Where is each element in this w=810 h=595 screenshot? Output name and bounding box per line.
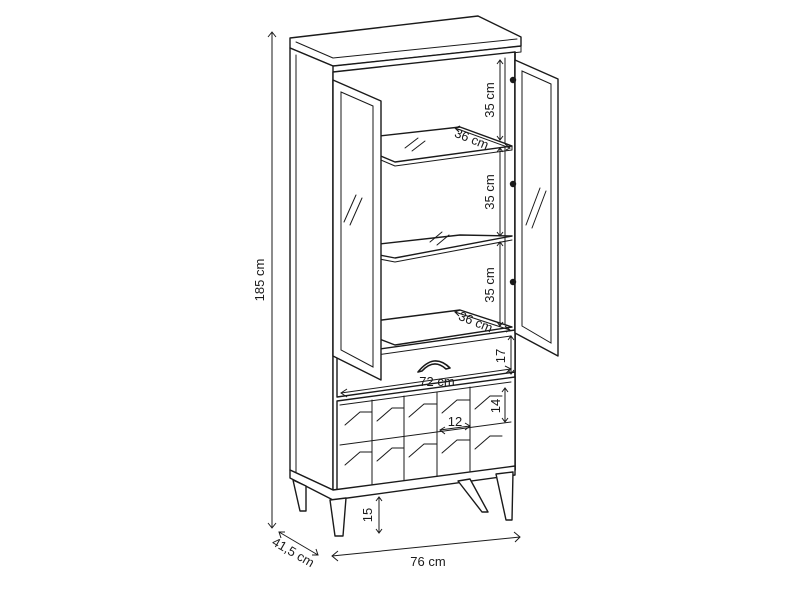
label-drawer-width: 72 cm (419, 374, 454, 389)
label-depth: 41,5 cm (269, 534, 317, 570)
label-cell-height: 14 (488, 399, 503, 413)
label-shelf-gap-top: 35 cm (482, 82, 497, 117)
plinth (289, 465, 516, 501)
hinge-icon (509, 76, 517, 84)
left-glass-door (332, 79, 382, 381)
label-drawer-height: 17 (493, 349, 508, 363)
leg-back-left (292, 479, 307, 512)
dimension-lines (267, 31, 521, 562)
label-cell-width: 12 (448, 414, 462, 429)
arched-pull-handle-icon (417, 360, 451, 373)
hinge-icon (509, 278, 517, 286)
leg-front-right (495, 471, 514, 521)
hinge-icon (509, 180, 517, 188)
label-width: 76 cm (410, 554, 445, 569)
bottle-rack-grid (339, 381, 512, 490)
right-glass-door (509, 59, 559, 357)
leg-front-left (329, 497, 347, 537)
label-shelf-gap-bottom: 35 cm (482, 267, 497, 302)
label-shelf-gap-middle: 35 cm (482, 174, 497, 209)
cabinet-body (289, 15, 522, 537)
label-leg-height: 15 (360, 508, 375, 522)
leg-back-right (457, 478, 489, 513)
label-height-total: 185 cm (252, 259, 267, 302)
